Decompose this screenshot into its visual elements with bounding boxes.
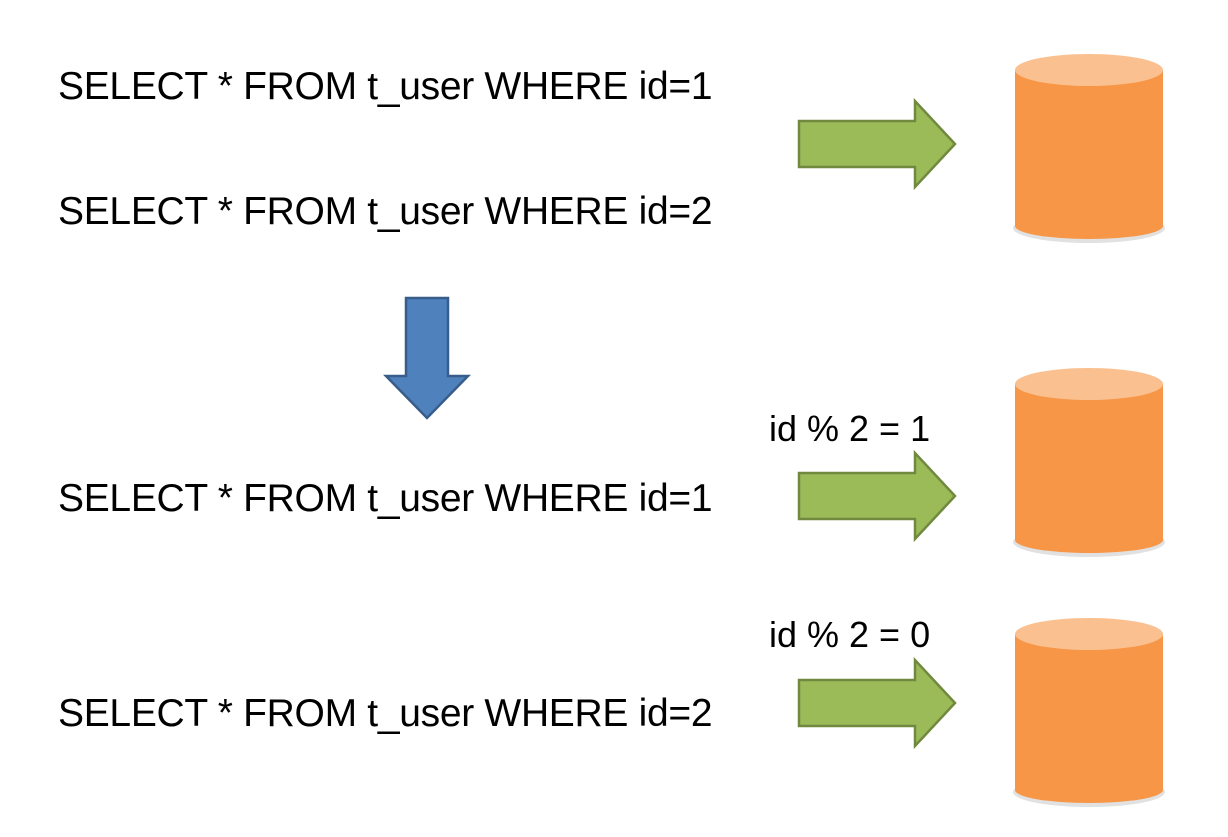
database-icon [1013,618,1165,807]
arrow-right-icon [797,97,957,191]
query-shard-id-2: SELECT * FROM t_user WHERE id=2 [58,692,713,735]
shard-condition-odd: id % 2 = 1 [769,408,931,449]
query-single-db-id-1: SELECT * FROM t_user WHERE id=1 [58,65,713,108]
query-shard-id-1: SELECT * FROM t_user WHERE id=1 [58,477,713,520]
arrow-right-icon [797,656,957,750]
query-single-db-id-2: SELECT * FROM t_user WHERE id=2 [58,190,713,233]
arrow-right-icon [797,449,957,543]
database-icon [1013,368,1165,557]
shard-condition-even: id % 2 = 0 [769,614,931,655]
database-icon [1013,54,1165,243]
arrow-down-icon [383,296,471,420]
